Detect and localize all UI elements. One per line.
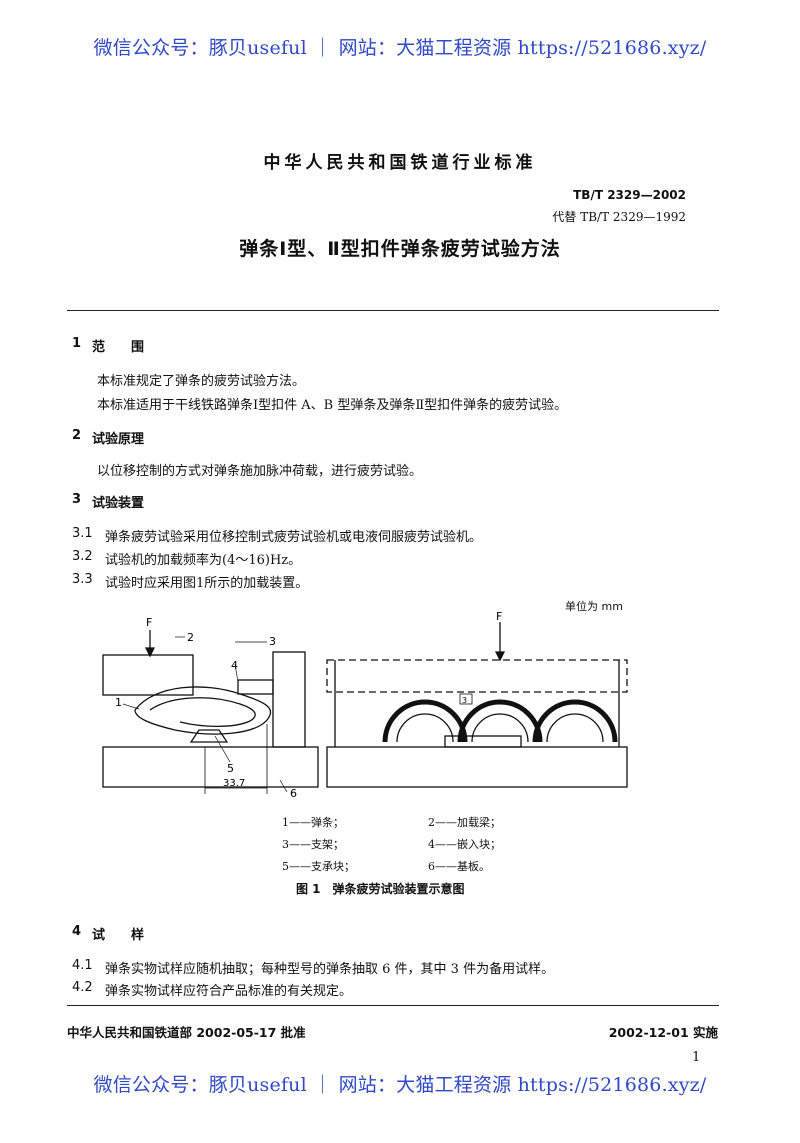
standard-type-heading: 中华人民共和国铁道行业标准 [263, 153, 537, 173]
clause-3-2-text: 试验机的加载频率为(4～16)Hz。 [105, 553, 302, 568]
section-1-para-1: 本标准规定了弹条的疲劳试验方法。 [97, 374, 306, 389]
label-6: 6 [290, 787, 297, 800]
legend-item-4: 4——嵌入块； [428, 838, 501, 851]
clause-4-1-number: 4.1 [72, 958, 93, 973]
clause-3-2-number: 3.2 [72, 549, 93, 564]
legend-item-1: 1——弹条； [282, 816, 344, 829]
section-2-number: 2 [72, 428, 82, 443]
watermark-bottom: 微信公众号：豚贝useful ｜ 网站：大猫工程资源 https://52168… [93, 1074, 707, 1096]
clause-4-2-text: 弹条实物试样应符合产品标准的有关规定。 [105, 984, 353, 999]
section-2-title: 试验原理 [92, 432, 145, 447]
loading-beam-left [102, 654, 194, 696]
figure-caption: 图 1 弹条疲劳试验装置示意图 [296, 882, 465, 896]
page-number: 1 [692, 1050, 701, 1065]
section-1-title: 范 围 [92, 340, 145, 355]
clause-4-2-number: 4.2 [72, 980, 93, 995]
replaces-code: 代替 TB/T 2329—1992 [552, 210, 686, 224]
standard-code: TB/T 2329—2002 [573, 188, 686, 202]
clip-left [134, 686, 272, 735]
clause-3-1-text: 弹条疲劳试验采用位移控制式疲劳试验机或电液伺服疲劳试验机。 [105, 530, 483, 545]
section-3-number: 3 [72, 492, 82, 507]
support-block-left [189, 729, 229, 743]
force-label-right: F [496, 612, 502, 623]
footer-divider [67, 1005, 719, 1006]
test-apparatus-diagram: F 2 3 4 1 5 6 33.7 F 3 [102, 612, 628, 800]
section-1-para-2: 本标准适用于干线铁路弹条Ⅰ型扣件 A、B 型弹条及弹条Ⅱ型扣件弹条的疲劳试验。 [97, 398, 568, 413]
legend-item-5: 5——支承块； [282, 860, 355, 873]
watermark-top: 微信公众号：豚贝useful ｜ 网站：大猫工程资源 https://52168… [93, 37, 707, 59]
implementation-date: 2002-12-01 实施 [608, 1025, 718, 1040]
document-title: 弹条Ⅰ型、Ⅱ型扣件弹条疲劳试验方法 [239, 238, 561, 260]
embed-block [237, 679, 274, 695]
clause-3-3-number: 3.3 [72, 572, 93, 587]
support-frame [272, 651, 306, 748]
label-3: 3 [269, 635, 276, 648]
section-1-number: 1 [72, 336, 82, 351]
label-4: 4 [231, 659, 238, 672]
base-plate-right [326, 746, 628, 788]
loading-beam-right [326, 659, 628, 693]
section-3-title: 试验装置 [92, 496, 145, 511]
header-divider [67, 310, 719, 311]
force-label-left: F [146, 616, 152, 629]
gap-label: 3 [462, 696, 467, 705]
legend-item-2: 2——加载梁； [428, 816, 501, 829]
approval-line: 中华人民共和国铁道部 2002-05-17 批准 [67, 1025, 306, 1040]
clause-3-1-number: 3.1 [72, 526, 93, 541]
clause-4-1-text: 弹条实物试样应随机抽取；每种型号的弹条抽取 6 件，其中 3 件为备用试样。 [105, 962, 555, 977]
dimension-label: 33.7 [223, 778, 245, 789]
section-4-title: 试 样 [92, 928, 145, 943]
figure-unit-note: 单位为 mm [565, 600, 623, 613]
legend-item-6: 6——基板。 [428, 860, 490, 873]
section-2-para-1: 以位移控制的方式对弹条施加脉冲荷载，进行疲劳试验。 [97, 464, 423, 479]
label-2: 2 [187, 631, 194, 644]
base-plate-left [102, 746, 319, 788]
clause-3-3-text: 试验时应采用图1所示的加载装置。 [105, 576, 309, 591]
section-4-number: 4 [72, 924, 82, 939]
label-1: 1 [115, 696, 122, 709]
label-5: 5 [227, 762, 234, 775]
legend-item-3: 3——支架； [282, 838, 344, 851]
